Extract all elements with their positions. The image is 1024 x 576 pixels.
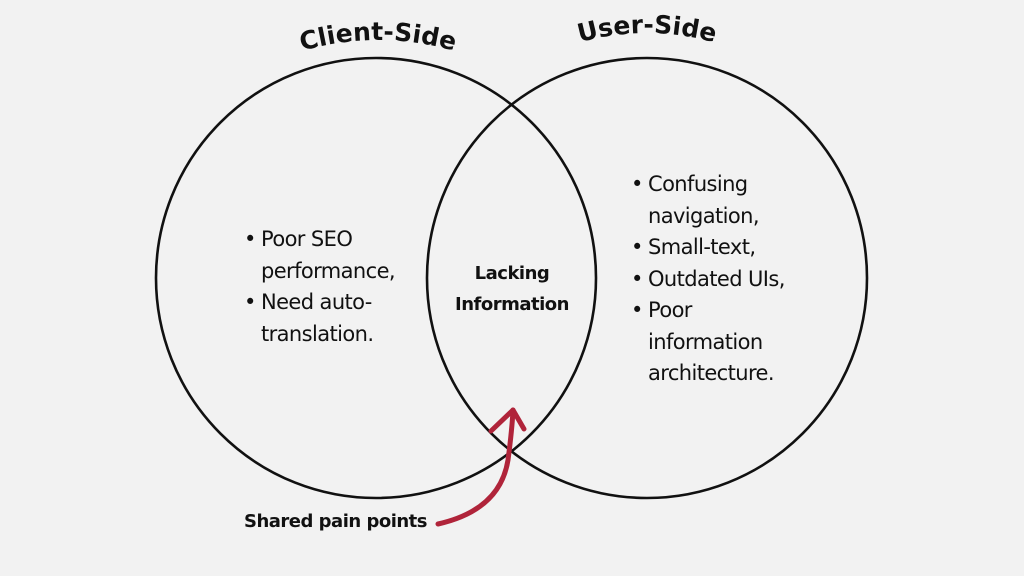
- bullet-icon: •: [631, 172, 643, 196]
- curved-arrow-icon: [435, 407, 527, 527]
- item-line: translation.: [261, 321, 374, 346]
- shared-pain-points-label: Shared pain points: [244, 511, 428, 532]
- bullet-icon: •: [631, 298, 643, 322]
- intersection-line: Information: [455, 294, 569, 315]
- item-line: Need auto-: [261, 290, 372, 314]
- item-line: performance,: [261, 258, 396, 283]
- item-line: Poor SEO: [261, 227, 353, 251]
- list-item: •Need auto-translation.: [244, 287, 395, 350]
- bullet-icon: •: [244, 290, 256, 314]
- bullet-icon: •: [631, 235, 643, 259]
- item-line: Outdated UIs,: [648, 266, 785, 291]
- bullet-icon: •: [244, 227, 256, 251]
- list-item: •Poor SEO performance,: [244, 224, 396, 287]
- user-side-circle: [425, 56, 869, 500]
- bullet-icon: •: [631, 266, 643, 291]
- item-line: architecture.: [648, 361, 775, 385]
- item-line: Small-text,: [648, 235, 756, 259]
- intersection-line: Lacking: [474, 263, 550, 284]
- item-line: Confusing: [648, 172, 748, 196]
- item-line: Poor: [648, 298, 692, 322]
- user-side-title: User-Side: [574, 10, 719, 48]
- list-item: •Poor information architecture.: [631, 295, 785, 390]
- list-item: •Outdated UIs,: [631, 264, 785, 296]
- client-side-title: Client-Side: [296, 17, 459, 57]
- list-item: •Small-text,: [631, 232, 785, 264]
- list-item: •Confusing navigation,: [631, 169, 785, 232]
- item-line: information: [648, 329, 763, 354]
- item-line: navigation,: [648, 203, 760, 228]
- client-side-circle: [154, 56, 598, 500]
- intersection-label: Lacking Information: [432, 258, 592, 320]
